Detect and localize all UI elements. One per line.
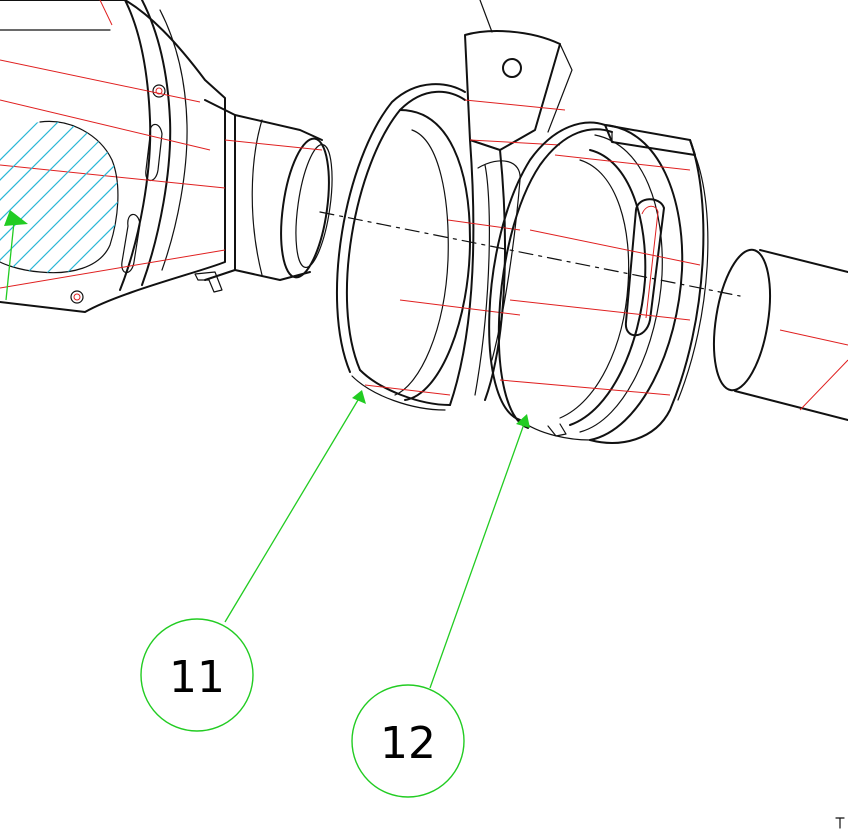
callout-12-label: 12 xyxy=(380,718,436,769)
callout-12-bubble xyxy=(351,684,465,798)
callout-12: 12 xyxy=(351,684,465,798)
hatched-label-area xyxy=(0,120,119,274)
assembly-centerline xyxy=(319,0,741,297)
corner-mark xyxy=(835,817,845,829)
callout-11-bubble xyxy=(140,618,254,732)
part-11-spring-clamp xyxy=(336,30,573,411)
muffler-body xyxy=(0,0,333,313)
leader-12 xyxy=(429,423,525,689)
leader-11-arrowhead xyxy=(352,390,366,404)
callout-11: 11 xyxy=(140,618,254,732)
muffler-leader-arrow xyxy=(4,210,28,301)
leader-11 xyxy=(224,399,359,623)
callout-11-label: 11 xyxy=(169,652,225,703)
leader-12-arrowhead xyxy=(516,414,530,428)
leader-lines xyxy=(224,390,530,689)
tailpipe-tube xyxy=(713,248,848,421)
